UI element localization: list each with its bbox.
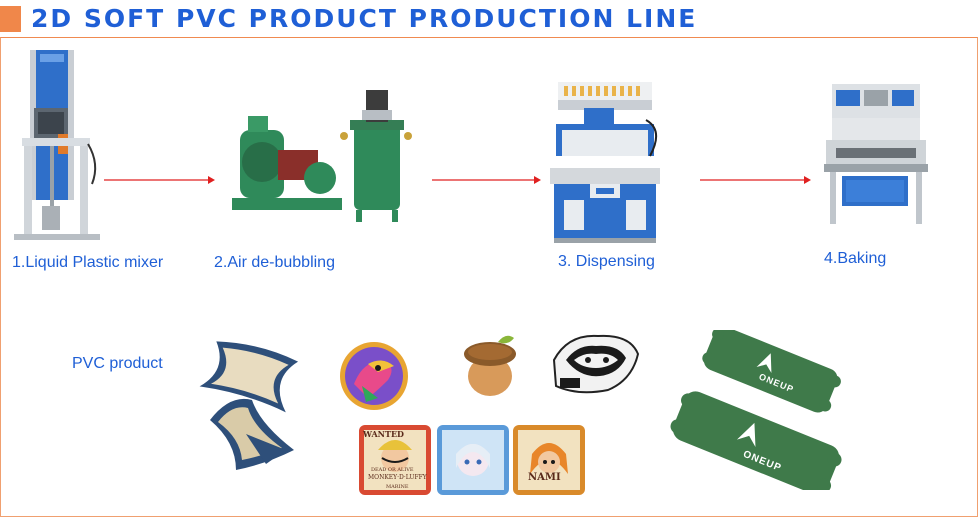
step-label-baking: 4.Baking xyxy=(824,250,887,267)
baking-oven-image xyxy=(824,84,928,224)
flow-arrow-3 xyxy=(700,176,811,184)
dispensing-machine-image xyxy=(550,82,660,243)
step-label-dispensing: 3. Dispensing xyxy=(558,253,655,270)
debubbling-machine-image xyxy=(232,90,412,222)
pvc-poster-nami-image xyxy=(513,425,585,495)
poster-name-nami: NAMI xyxy=(528,472,561,483)
flow-arrow-1 xyxy=(104,176,215,184)
pvc-product-label: PVC product xyxy=(72,355,163,372)
title-bar: 2D SOFT PVC PRODUCT PRODUCTION LINE xyxy=(0,0,980,38)
pvc-poster-luffy-image xyxy=(359,425,431,495)
page-title: 2D SOFT PVC PRODUCT PRODUCTION LINE xyxy=(31,4,698,33)
flow-arrow-2 xyxy=(432,176,541,184)
poster-marine-text: MARINE xyxy=(386,484,409,490)
pvc-acorn-image xyxy=(464,335,516,396)
pvc-oneup-tags-image xyxy=(670,330,842,490)
poster-wanted-text: WANTED xyxy=(363,429,404,439)
poster-dead-alive-text: DEAD OR ALIVE xyxy=(371,467,414,473)
pvc-poster-anime-image xyxy=(437,425,509,495)
pvc-patch-toucan-image xyxy=(340,342,408,410)
pvc-tag-bowtie-image xyxy=(199,341,299,470)
diagram-frame xyxy=(0,37,978,517)
title-accent-bar xyxy=(0,6,21,32)
poster-name-luffy: MONKEY·D·LUFFY xyxy=(368,474,427,481)
mixer-machine-image xyxy=(14,50,100,240)
step-label-mixer: 1.Liquid Plastic mixer xyxy=(12,254,164,271)
step-label-debubbling: 2.Air de-bubbling xyxy=(214,254,335,271)
pvc-tiger-patch-image xyxy=(552,334,640,394)
